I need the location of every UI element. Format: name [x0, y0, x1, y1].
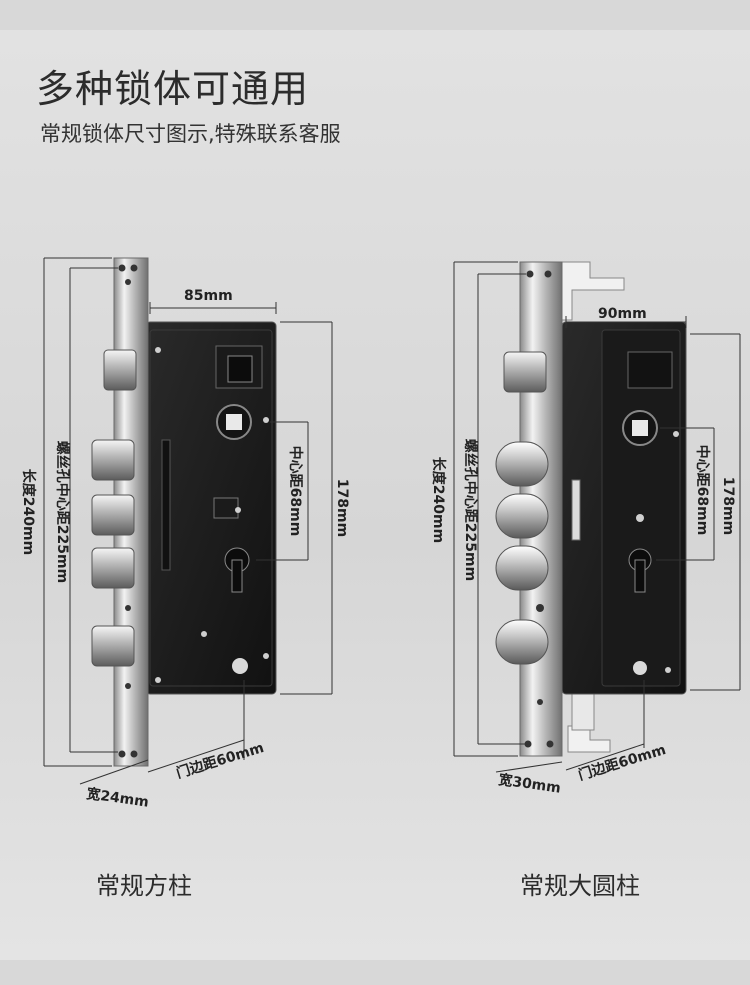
round-bolt: [495, 545, 549, 591]
square-bolt: [91, 494, 135, 536]
caption-square-bolt: 常规方柱: [96, 872, 192, 900]
latch-slot: [627, 351, 673, 389]
square-bolt: [91, 439, 135, 481]
lock-round-bolt: 90mm 长度240mm 螺丝孔中心距225mm 中心距68mm 178mm 门…: [430, 261, 741, 797]
face-width-label: 宽24mm: [85, 785, 149, 811]
length-label: 长度240mm: [430, 457, 447, 543]
face-width-label: 宽30mm: [497, 771, 561, 797]
top-hook: [559, 261, 625, 321]
lock-square-bolt: 85mm 长度240mm 螺丝孔中心距225mm 中心距68mm 178mm 门…: [20, 257, 350, 811]
round-bolt: [495, 493, 549, 539]
width-label: 85mm: [184, 288, 233, 304]
center-distance-label: 中心距68mm: [694, 445, 711, 536]
height-label: 178mm: [720, 477, 736, 535]
round-bolt: [495, 619, 549, 665]
square-bolt: [91, 547, 135, 589]
screw-hole: [232, 658, 248, 674]
latch-bolt: [503, 351, 547, 393]
caption-round-bolt: 常规大圆柱: [520, 872, 640, 900]
door-distance-label: 门边距60mm: [174, 739, 266, 782]
center-distance-label: 中心距68mm: [287, 446, 304, 537]
square-bolt: [91, 625, 135, 667]
page-title: 多种锁体可通用: [36, 67, 310, 111]
latch-bolt: [103, 349, 137, 391]
length-label: 长度240mm: [20, 469, 37, 555]
width-label: 90mm: [598, 306, 647, 322]
screw-hole: [633, 661, 647, 675]
round-bolt: [495, 441, 549, 487]
page-subtitle: 常规锁体尺寸图示,特殊联系客服: [40, 122, 341, 146]
screw-distance-label: 螺丝孔中心距225mm: [54, 441, 71, 583]
height-label: 178mm: [334, 479, 350, 537]
screw-distance-label: 螺丝孔中心距225mm: [462, 439, 479, 581]
